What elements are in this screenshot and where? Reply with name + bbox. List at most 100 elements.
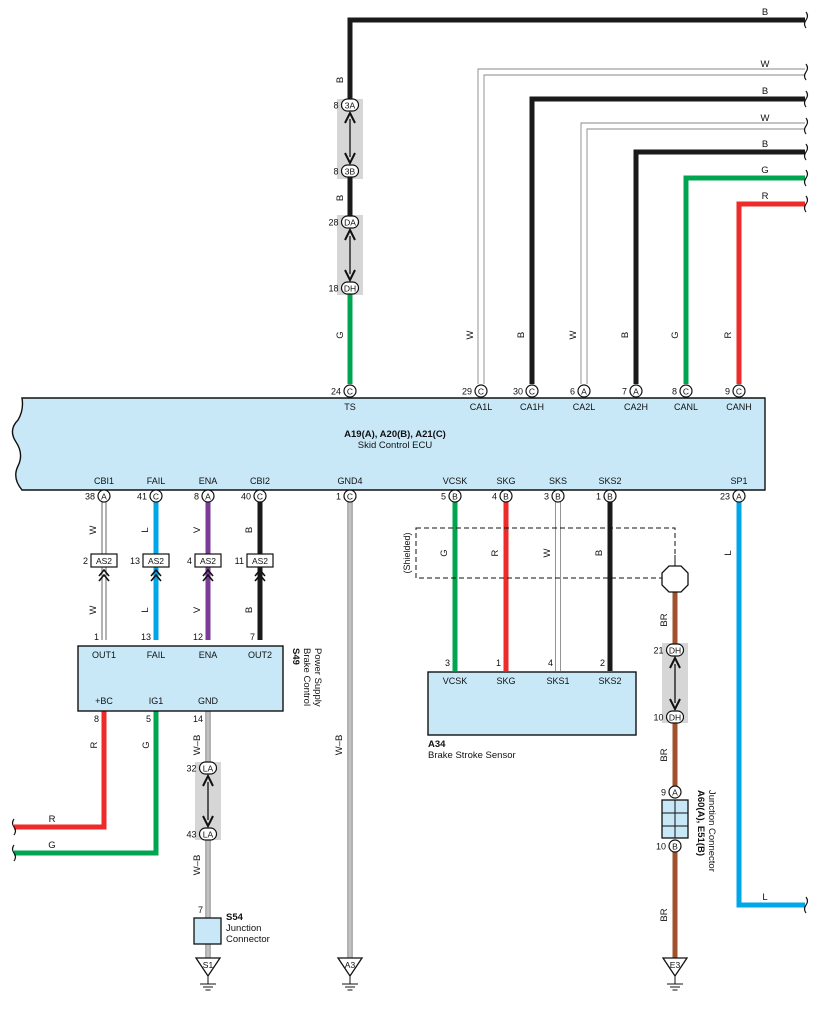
ps-pin-12: 12: [193, 632, 203, 642]
ecu-pin-gnd4-number: 1: [336, 491, 341, 501]
wire-color-label: W: [542, 548, 553, 557]
pin-dh-10-letter: DH: [669, 712, 681, 722]
sensor-label-skg: SKG: [496, 676, 515, 686]
ecu-pin-vcsk: [448, 489, 462, 503]
mate-3a-3b-arrow-down: [344, 152, 356, 166]
ecu-label-sks2: SKS2: [598, 476, 621, 486]
pin-la-bottom: [198, 827, 218, 841]
as2-connector-0: [90, 553, 118, 568]
pin-3b-number: 8: [333, 166, 338, 176]
mate-da-dh-arrow-down: [344, 269, 356, 283]
as2-pin-3: 11: [235, 556, 244, 566]
ground-a3: [336, 957, 364, 978]
shield-box: [415, 527, 676, 579]
wire-color-label: L: [140, 527, 151, 532]
mate-da-dh-arrow-up: [344, 227, 356, 241]
sensor-pin-1: 1: [496, 658, 501, 668]
ecu-pin-sks-number: 3: [544, 491, 549, 501]
s54-name-2: Connector: [226, 934, 270, 945]
ecu-pin-canh: [732, 384, 746, 398]
ecu-pin-ena-number: 8: [194, 491, 199, 501]
as2-pin-1: 13: [130, 556, 140, 566]
sensor-label-sks2: SKS2: [598, 676, 621, 686]
pin-junction-a-number: 9: [661, 787, 666, 797]
wire-color-label: V: [192, 606, 203, 613]
sensor-pin-4: 4: [548, 658, 553, 668]
pin-dh-21-number: 21: [653, 645, 663, 655]
ps-label-out1: OUT1: [92, 650, 116, 660]
ecu-pin-sks: [551, 489, 565, 503]
edge-label-3: W: [761, 113, 770, 124]
edge-label-0: B: [762, 7, 768, 18]
wire-bc-red: [14, 711, 107, 830]
ecu-label-ca1l: CA1L: [470, 402, 493, 412]
wire-break-right-sp1: [803, 896, 809, 914]
wire-break-left-g: [11, 844, 17, 862]
wire-break-right-4: [803, 143, 809, 161]
ps-name-1: Brake Control: [301, 648, 312, 706]
shielded-label: (Shielded): [402, 532, 412, 573]
ecu-pin-skg: [499, 489, 513, 503]
wire-color-label: BR: [659, 908, 670, 921]
ps-label-out2: OUT2: [248, 650, 272, 660]
wire-color-label: W–B: [334, 735, 345, 756]
wire-color-label: R: [490, 549, 501, 556]
ecu-pin-sks2-letter: B: [607, 491, 613, 501]
wire-color-label: B: [620, 332, 631, 338]
wire-color-label: R: [723, 331, 734, 338]
pin-junction-b: [668, 839, 682, 853]
wire-color-label: BR: [659, 613, 670, 626]
mate-dh-arrow-down: [669, 698, 681, 712]
as2-arrow-2: [202, 568, 214, 582]
mate-la-arrow-down: [202, 815, 214, 829]
junction-name: A60(A), E51(B): [695, 790, 706, 856]
ecu-pin-sks-letter: B: [555, 491, 561, 501]
as2-connector-1: [142, 553, 170, 568]
ground-a3-label: A3: [345, 960, 356, 970]
wire-color-label: L: [723, 550, 734, 555]
wire-color-label: W–B: [192, 855, 203, 876]
ecu-label-canh: CANH: [726, 402, 752, 412]
wire-color-label: G: [335, 331, 346, 338]
as2-arrow-0: [98, 568, 110, 582]
wire-color-label: B: [335, 195, 346, 201]
wire-ig1-green: [14, 711, 159, 856]
ecu-pin-ca2l-letter: A: [581, 386, 587, 396]
ecu-pin-sp1-number: 23: [720, 491, 730, 501]
wire-color-label: B: [516, 332, 527, 338]
as2-arrow-3: [254, 568, 266, 582]
ecu-pin-canh-letter: C: [736, 386, 742, 396]
ecu-pin-ca2h: [629, 384, 643, 398]
sp1-edge-label: L: [762, 892, 767, 903]
wire-color-label: G: [439, 549, 450, 556]
ps-label-gnd: GND: [198, 696, 219, 706]
pin-da: [340, 215, 360, 229]
ecu-label-ca1h: CA1H: [520, 402, 544, 412]
wire-break-left-r: [11, 818, 17, 836]
wire-color-label: W: [465, 330, 476, 339]
ecu-pin-ca1l-letter: C: [478, 386, 484, 396]
skid-control-ecu: [11, 397, 766, 491]
wire-color-label: W: [88, 525, 99, 534]
ground-e3-label: E3: [670, 960, 681, 970]
pin-dh-10: [665, 710, 685, 724]
ecu-label-cbi1: CBI1: [94, 476, 114, 486]
ecu-pin-canl: [679, 384, 693, 398]
ecu-pin-cbi1-letter: A: [101, 491, 107, 501]
ecu-pin-cbi1-number: 38: [85, 491, 95, 501]
pin-3a-number: 8: [333, 100, 338, 110]
ecu-pin-ca1l: [474, 384, 488, 398]
ecu-label-ena: ENA: [199, 476, 218, 486]
ps-pin-8: 8: [94, 714, 99, 724]
as2-pin-2: 4: [187, 556, 192, 566]
ecu-pin-skg-letter: B: [503, 491, 509, 501]
edge-label-6: R: [762, 191, 769, 202]
pin-da-letter: DA: [344, 217, 356, 227]
ps-label-fail: FAIL: [147, 650, 166, 660]
junction-desc: Junction Connector: [706, 790, 717, 872]
ecu-pin-canl-number: 8: [672, 386, 677, 396]
s54-name-1: Junction: [226, 923, 261, 934]
edge-label-5: G: [761, 165, 768, 176]
ecu-pin-cbi2: [253, 489, 267, 503]
